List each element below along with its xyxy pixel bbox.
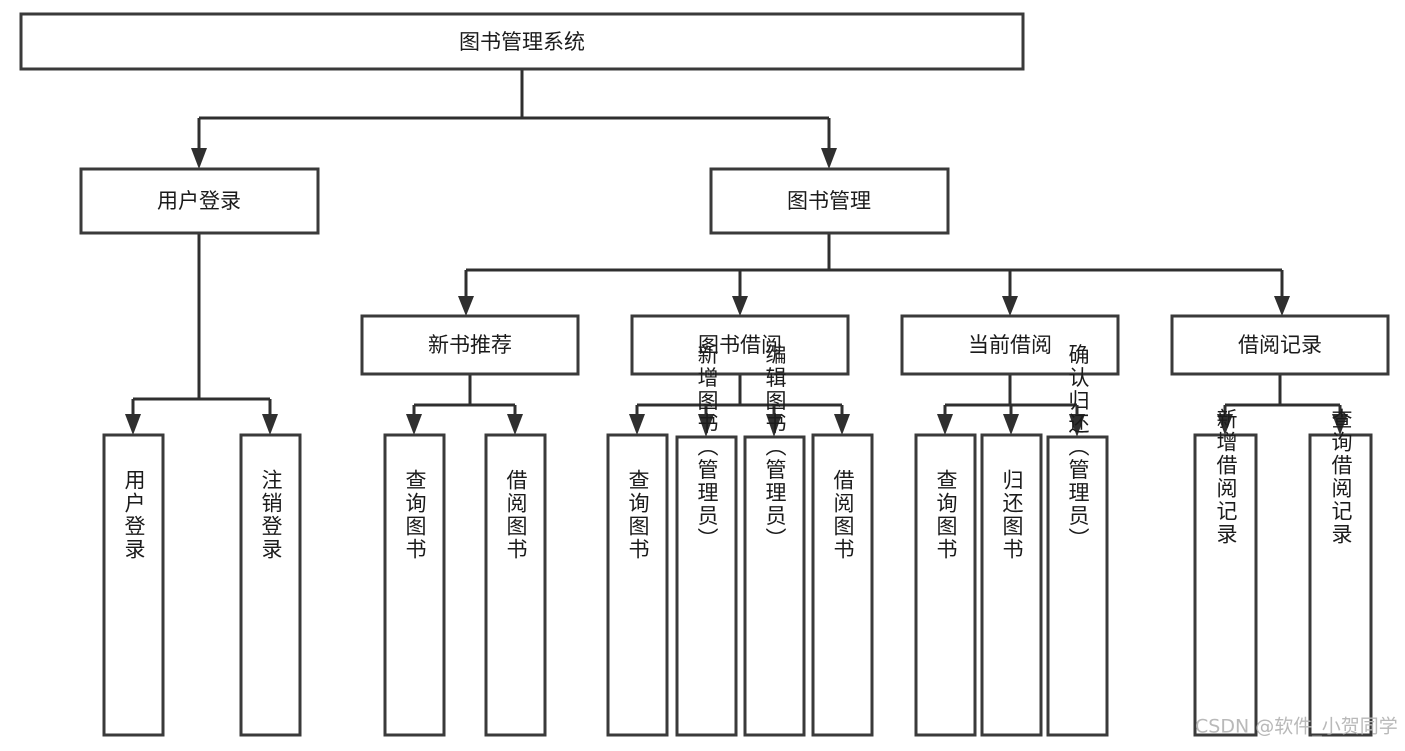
leaf-nbr-query-book-label: 查询图书 xyxy=(403,469,427,561)
arrow-head-bb-leaf-1 xyxy=(629,414,645,435)
leaf-br-query-record-box[interactable] xyxy=(1308,433,1373,737)
leaf-br-add-record-label: 新增借阅记录 xyxy=(1214,408,1238,546)
node-borrow-record-box[interactable] xyxy=(1170,314,1390,376)
leaf-logout-box[interactable] xyxy=(239,433,302,737)
leaf-node-br-add-record[interactable]: 新增借阅记录 xyxy=(1193,408,1258,737)
leaf-node-user-login[interactable]: 用户登录 xyxy=(102,433,165,737)
leaf-bb-query-book-box[interactable] xyxy=(606,433,669,737)
arrow-head-book-borrow xyxy=(732,296,748,316)
arrow-head-user-login xyxy=(191,148,207,169)
node-book-borrow[interactable]: 图书借阅 xyxy=(630,314,850,376)
leaf-bb-borrow-book-label: 借阅图书 xyxy=(831,469,855,561)
edge-group-borrow-record-to-leaves xyxy=(1217,374,1348,435)
leaf-bb-add-book-label: 新增图书（管理员） xyxy=(695,344,719,551)
watermark-label: CSDN @软件_小贺同学 xyxy=(1195,716,1398,738)
leaf-node-logout[interactable]: 注销登录 xyxy=(239,433,302,737)
leaf-nbr-borrow-book-label: 借阅图书 xyxy=(504,469,528,561)
node-book-manage-label: 图书管理 xyxy=(787,189,871,213)
edge-group-user-login-to-leaves xyxy=(125,233,278,435)
node-new-book-recommend-label: 新书推荐 xyxy=(428,333,512,357)
edge-group-book-manage-to-level3 xyxy=(458,233,1290,316)
leaf-bb-borrow-book-box[interactable] xyxy=(811,433,874,737)
leaf-node-bb-query-book[interactable]: 查询图书 xyxy=(606,433,669,737)
arrow-head-cb-leaf-2 xyxy=(1003,414,1019,435)
node-user-login-label: 用户登录 xyxy=(157,189,241,213)
arrow-head-current-borrow xyxy=(1002,296,1018,316)
arrow-head-nbr-leaf-2 xyxy=(507,414,523,435)
leaf-node-cb-confirm-return[interactable]: 确认归还（管理员） xyxy=(1046,344,1109,737)
leaf-cb-return-book-box[interactable] xyxy=(980,433,1043,737)
node-root[interactable]: 图书管理系统 xyxy=(19,12,1025,71)
leaf-br-query-record-label: 查询借阅记录 xyxy=(1329,408,1353,546)
leaf-cb-confirm-return-box[interactable] xyxy=(1046,435,1109,737)
arrow-head-bb-leaf-4 xyxy=(834,414,850,435)
leaf-node-nbr-query-book[interactable]: 查询图书 xyxy=(383,433,446,737)
node-user-login-box[interactable] xyxy=(79,167,320,235)
arrow-head-cb-leaf-3 xyxy=(1069,414,1085,437)
leaf-node-bb-borrow-book[interactable]: 借阅图书 xyxy=(811,433,874,737)
leaf-bb-add-book-box[interactable] xyxy=(675,435,738,737)
leaf-logout-label: 注销登录 xyxy=(259,469,283,561)
node-book-borrow-box[interactable] xyxy=(630,314,850,376)
arrow-head-new-book-recommend xyxy=(458,296,474,316)
node-root-box[interactable] xyxy=(19,12,1025,71)
edge-group-root-to-level2 xyxy=(191,69,837,169)
leaf-nbr-query-book-box[interactable] xyxy=(383,433,446,737)
leaf-user-login-box[interactable] xyxy=(102,433,165,737)
arrow-head-nbr-leaf-1 xyxy=(406,414,422,435)
node-borrow-record[interactable]: 借阅记录 xyxy=(1170,314,1390,376)
arrow-head-leaf-logout xyxy=(262,414,278,435)
arrow-head-borrow-record xyxy=(1274,296,1290,316)
node-user-login[interactable]: 用户登录 xyxy=(79,167,320,235)
node-book-borrow-label: 图书借阅 xyxy=(698,333,782,357)
node-current-borrow-box[interactable] xyxy=(900,314,1120,376)
leaf-node-bb-add-book[interactable]: 新增图书（管理员） xyxy=(675,344,738,737)
node-book-manage-box[interactable] xyxy=(709,167,950,235)
node-root-label: 图书管理系统 xyxy=(459,30,585,54)
leaf-node-br-query-record[interactable]: 查询借阅记录 xyxy=(1308,408,1373,737)
leaf-cb-return-book-label: 归还图书 xyxy=(1000,469,1024,561)
arrow-head-cb-leaf-1 xyxy=(937,414,953,435)
node-current-borrow[interactable]: 当前借阅 xyxy=(900,314,1120,376)
arrow-head-bb-leaf-3 xyxy=(766,414,782,437)
leaf-cb-query-book-box[interactable] xyxy=(914,433,977,737)
leaf-node-nbr-borrow-book[interactable]: 借阅图书 xyxy=(484,433,547,737)
leaf-bb-edit-book-label: 编辑图书（管理员） xyxy=(763,344,787,551)
node-new-book-recommend[interactable]: 新书推荐 xyxy=(360,314,580,376)
leaf-bb-query-book-label: 查询图书 xyxy=(626,469,650,561)
arrow-head-br-leaf-2 xyxy=(1332,414,1348,435)
leaf-nbr-borrow-book-box[interactable] xyxy=(484,433,547,737)
leaf-cb-confirm-return-label: 确认归还（管理员） xyxy=(1066,344,1090,551)
node-book-manage[interactable]: 图书管理 xyxy=(709,167,950,235)
arrow-head-book-manage xyxy=(821,148,837,169)
node-current-borrow-label: 当前借阅 xyxy=(968,333,1052,357)
arrow-head-leaf-user-login xyxy=(125,414,141,435)
edge-group-new-book-recommend-to-leaves xyxy=(406,374,523,435)
node-borrow-record-label: 借阅记录 xyxy=(1238,333,1322,357)
arrow-head-bb-leaf-2 xyxy=(698,414,714,437)
leaf-cb-query-book-label: 查询图书 xyxy=(934,469,958,561)
leaf-node-cb-query-book[interactable]: 查询图书 xyxy=(914,433,977,737)
leaf-node-cb-return-book[interactable]: 归还图书 xyxy=(980,433,1043,737)
node-new-book-recommend-box[interactable] xyxy=(360,314,580,376)
leaf-br-add-record-box[interactable] xyxy=(1193,433,1258,737)
leaf-node-bb-edit-book[interactable]: 编辑图书（管理员） xyxy=(743,344,806,737)
edge-group-current-borrow-to-leaves xyxy=(937,374,1085,437)
leaf-user-login-label: 用户登录 xyxy=(122,469,146,561)
arrow-head-br-leaf-1 xyxy=(1217,414,1233,435)
edge-group-book-borrow-to-leaves xyxy=(629,374,850,437)
leaf-bb-edit-book-box[interactable] xyxy=(743,435,806,737)
